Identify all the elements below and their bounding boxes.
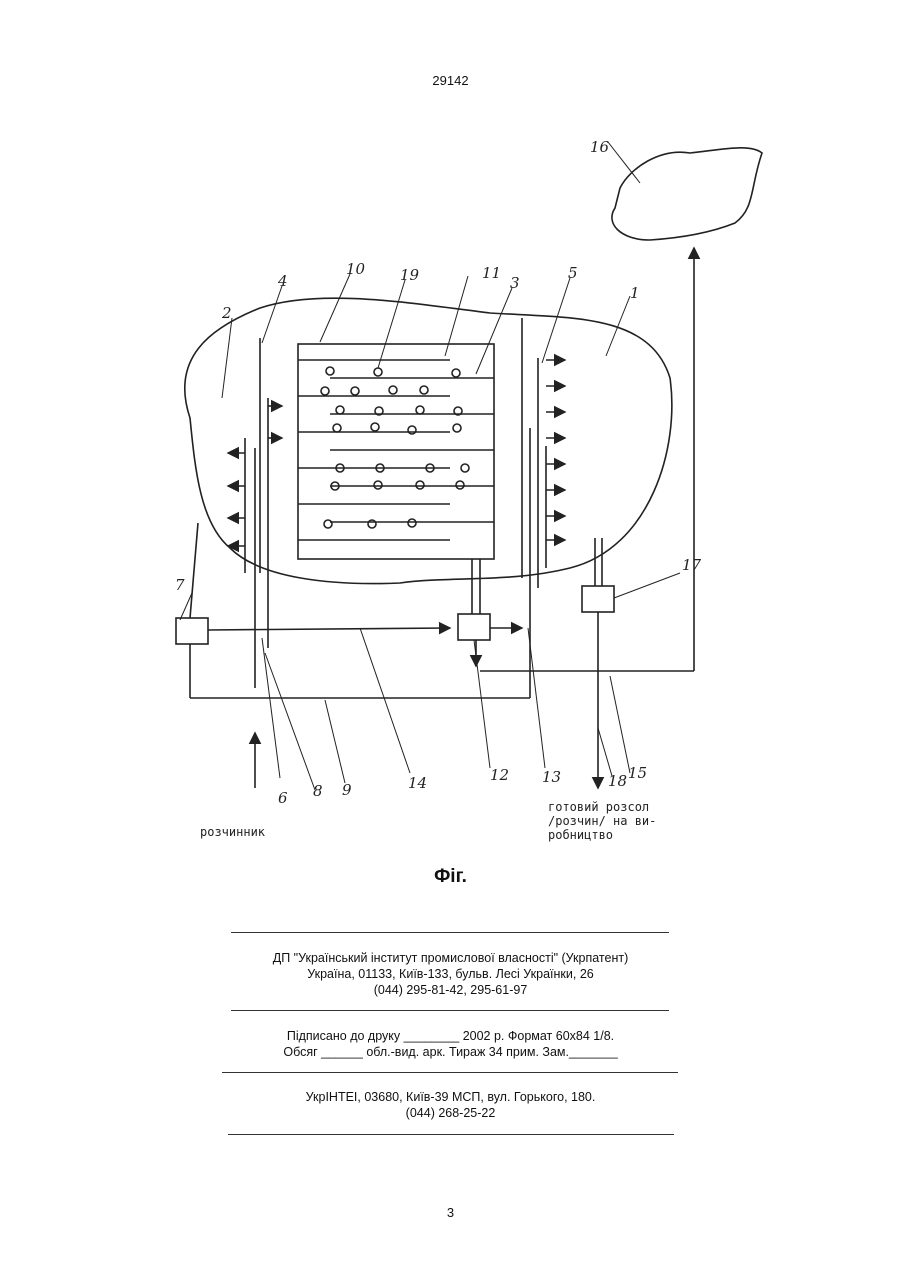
label-3: 3 bbox=[510, 274, 520, 292]
divider bbox=[228, 1134, 674, 1135]
label-7: 7 bbox=[175, 576, 185, 594]
label-6: 6 bbox=[278, 789, 288, 807]
label-9: 9 bbox=[342, 781, 352, 799]
label-15: 15 bbox=[628, 764, 647, 782]
label-4: 4 bbox=[277, 272, 288, 290]
label-11: 11 bbox=[482, 264, 501, 282]
divider bbox=[222, 1072, 678, 1073]
publisher-block: ДП "Український інститут промислової вла… bbox=[0, 950, 901, 998]
pump-12 bbox=[458, 614, 490, 640]
printer-line-1: УкрІНТЕІ, 03680, Київ-39 МСП, вул. Горьк… bbox=[0, 1089, 901, 1105]
publisher-line-2: Україна, 01133, Київ-133, бульв. Лесі Ук… bbox=[0, 966, 901, 982]
publisher-line-1: ДП "Український інститут промислової вла… bbox=[0, 950, 901, 966]
label-12: 12 bbox=[490, 766, 509, 784]
printer-line-2: (044) 268-25-22 bbox=[0, 1105, 901, 1121]
label-2: 2 bbox=[221, 304, 232, 322]
label-8: 8 bbox=[313, 782, 323, 800]
publisher-line-3: (044) 295-81-42, 295-61-97 bbox=[0, 982, 901, 998]
output-label-line-3: робництво bbox=[548, 828, 613, 842]
label-1: 1 bbox=[630, 284, 640, 302]
footer-page-number: 3 bbox=[0, 1205, 901, 1220]
print-info-line-2: Обсяг ______ обл.-вид. арк. Тираж 34 при… bbox=[0, 1044, 901, 1060]
figure-svg: 2 4 10 19 11 3 5 1 16 7 17 6 8 9 14 12 1… bbox=[150, 128, 770, 848]
print-info-line-1: Підписано до друку ________ 2002 р. Форм… bbox=[0, 1028, 901, 1044]
dissolver-box bbox=[298, 344, 494, 559]
valve-17 bbox=[582, 586, 614, 612]
printer-block: УкрІНТЕІ, 03680, Київ-39 МСП, вул. Горьк… bbox=[0, 1089, 901, 1121]
storage-cloud bbox=[612, 148, 762, 240]
label-19: 19 bbox=[400, 266, 420, 284]
print-info-block: Підписано до друку ________ 2002 р. Форм… bbox=[0, 1028, 901, 1060]
label-5: 5 bbox=[568, 264, 578, 282]
label-13: 13 bbox=[542, 768, 561, 786]
divider bbox=[231, 1010, 669, 1011]
output-label-line-2: /розчин/ на ви- bbox=[548, 814, 656, 828]
label-14: 14 bbox=[408, 774, 427, 792]
figure-diagram: 2 4 10 19 11 3 5 1 16 7 17 6 8 9 14 12 1… bbox=[150, 128, 770, 848]
label-17: 17 bbox=[682, 556, 702, 574]
input-label: розчинник bbox=[200, 825, 266, 839]
header-page-number: 29142 bbox=[0, 73, 901, 88]
divider bbox=[231, 932, 669, 933]
figure-caption: Фіг. bbox=[0, 866, 901, 888]
valve-7 bbox=[176, 618, 208, 644]
output-label-line-1: готовий розсол bbox=[548, 800, 649, 814]
label-18: 18 bbox=[608, 772, 627, 790]
label-10: 10 bbox=[346, 260, 366, 278]
label-16: 16 bbox=[590, 138, 610, 156]
